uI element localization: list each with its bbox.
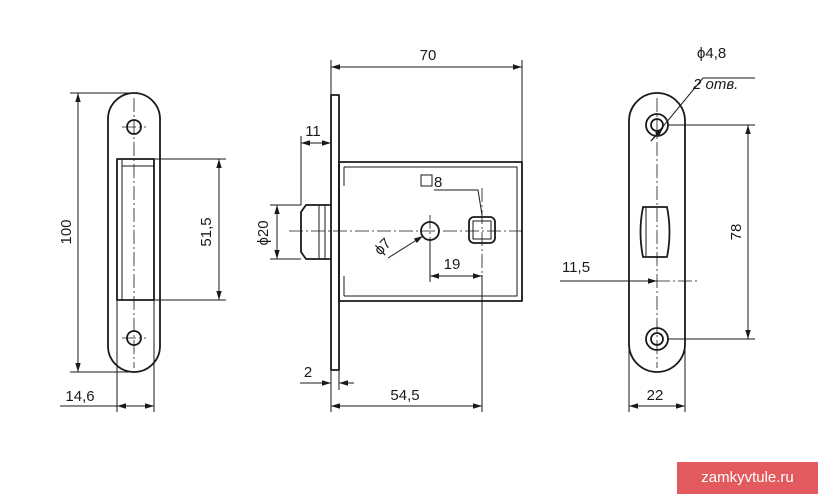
lock-case [338, 161, 523, 302]
faceplate-thickness-dim: 2 [304, 364, 312, 381]
hole-diameter-dim: ϕ7 [371, 235, 395, 259]
bolt-diameter-dim: ϕ20 [255, 220, 272, 245]
latch-bolt [300, 204, 331, 260]
faceplate-view: ϕ4,8 2 отв. 78 11,5 22 [560, 45, 755, 412]
faceplate-dim: 11 [305, 123, 321, 140]
hole-spacing-dim: 78 [728, 224, 745, 241]
spindle-dim: 8 [434, 174, 442, 191]
screw-count-label: 2 отв. [692, 76, 738, 93]
strike-plate-view: 100 51,5 14,6 [58, 92, 226, 412]
faceplate-latch-window [639, 206, 671, 258]
spindle-offset-dim: 19 [444, 256, 461, 273]
lock-body-view: 70 11 ϕ20 ϕ7 8 19 2 54,5 [255, 47, 525, 412]
faceplate-offset-dim: 11,5 [562, 259, 590, 276]
strike-plate-opening [116, 158, 155, 301]
faceplate-width-dim: 22 [647, 387, 664, 404]
strike-plate-lip [121, 159, 154, 300]
lock-length-dim: 70 [420, 47, 437, 64]
faceplate-outline [628, 92, 686, 373]
lock-faceplate [330, 94, 340, 371]
backset-dim: 54,5 [390, 387, 419, 404]
strike-opening-dim: 51,5 [198, 217, 215, 246]
square-symbol [420, 174, 433, 187]
screw-hole-dim: ϕ4,8 [697, 45, 726, 62]
lock-case-inner [343, 166, 518, 297]
watermark-badge: zamkyvtule.ru [677, 462, 818, 494]
strike-height-dim: 100 [58, 219, 75, 244]
strike-width-dim: 14,6 [65, 388, 94, 405]
